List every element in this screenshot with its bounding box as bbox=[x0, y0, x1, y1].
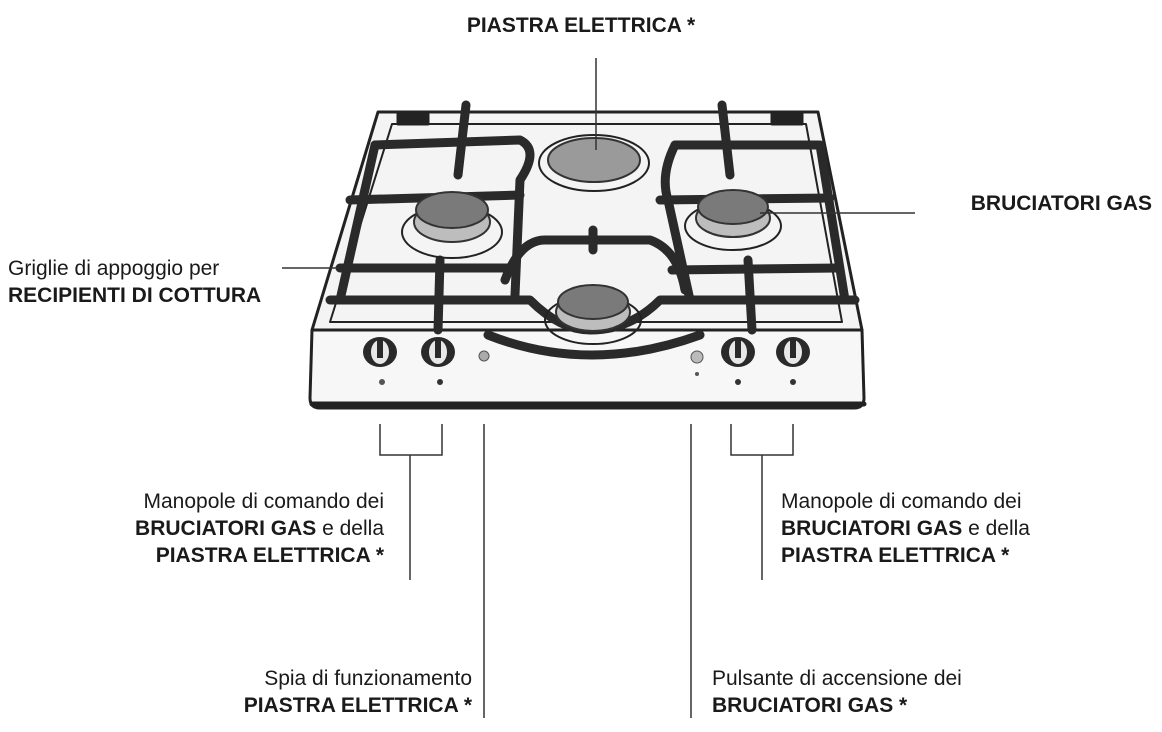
label-grids-line2: RECIPIENTI DI COTTURA bbox=[8, 284, 262, 307]
right-gas-burner bbox=[684, 189, 782, 251]
label-spia-line2: PIASTRA ELETTRICA * bbox=[243, 694, 472, 717]
label-top-text: PIASTRA ELETTRICA * bbox=[466, 14, 696, 37]
label-left-knobs-line1: Manopole di comando dei bbox=[143, 490, 385, 513]
label-ignition-button: Pulsante di accensione dei BRUCIATORI GA… bbox=[712, 665, 962, 719]
label-top-electric-plate: PIASTRA ELETTRICA * bbox=[0, 12, 1162, 39]
knob-1 bbox=[363, 337, 397, 385]
knob-4 bbox=[776, 337, 810, 385]
electric-plate bbox=[538, 134, 650, 192]
front-gas-burner bbox=[544, 284, 642, 345]
label-right-knobs-line3: PIASTRA ELETTRICA * bbox=[781, 544, 1010, 567]
label-left-knobs: Manopole di comando dei BRUCIATORI GAS e… bbox=[135, 488, 384, 569]
label-grids-line1: Griglie di appoggio per bbox=[8, 257, 220, 280]
label-left-knobs-line2: BRUCIATORI GAS e della bbox=[135, 515, 384, 542]
label-left-knobs-line3: PIASTRA ELETTRICA * bbox=[155, 544, 384, 567]
label-right-knobs-line2: BRUCIATORI GAS e della bbox=[781, 515, 1030, 542]
leader-bracket-right-knobs bbox=[730, 424, 794, 580]
label-spia-line1: Spia di funzionamento bbox=[264, 667, 472, 690]
label-right-knobs-line2-rest: e della bbox=[962, 517, 1030, 540]
label-pan-support-grids: Griglie di appoggio per RECIPIENTI DI CO… bbox=[8, 255, 261, 309]
label-left-knobs-line2-bold: BRUCIATORI GAS bbox=[135, 517, 317, 540]
knob-2 bbox=[421, 337, 455, 385]
label-right-knobs: Manopole di comando dei BRUCIATORI GAS e… bbox=[781, 488, 1030, 569]
label-indicator-light: Spia di funzionamento PIASTRA ELETTRICA … bbox=[244, 665, 472, 719]
label-left-knobs-line2-rest: e della bbox=[316, 517, 384, 540]
label-right-knobs-line2-bold: BRUCIATORI GAS bbox=[781, 517, 963, 540]
label-pulsante-line1: Pulsante di accensione dei bbox=[712, 667, 962, 690]
label-gas-burners: BRUCIATORI GAS bbox=[971, 190, 1152, 217]
label-gas-burners-text: BRUCIATORI GAS bbox=[970, 192, 1152, 215]
left-pan-support-grid bbox=[325, 100, 535, 335]
indicator-light bbox=[478, 350, 490, 362]
label-right-knobs-line1: Manopole di comando dei bbox=[781, 490, 1022, 513]
ignition-button bbox=[690, 350, 704, 364]
label-pulsante-line2: BRUCIATORI GAS * bbox=[712, 694, 908, 717]
leader-bracket-left-knobs bbox=[379, 424, 443, 580]
knob-3 bbox=[721, 337, 755, 385]
left-gas-burner bbox=[401, 191, 503, 259]
control-knobs bbox=[363, 337, 810, 385]
